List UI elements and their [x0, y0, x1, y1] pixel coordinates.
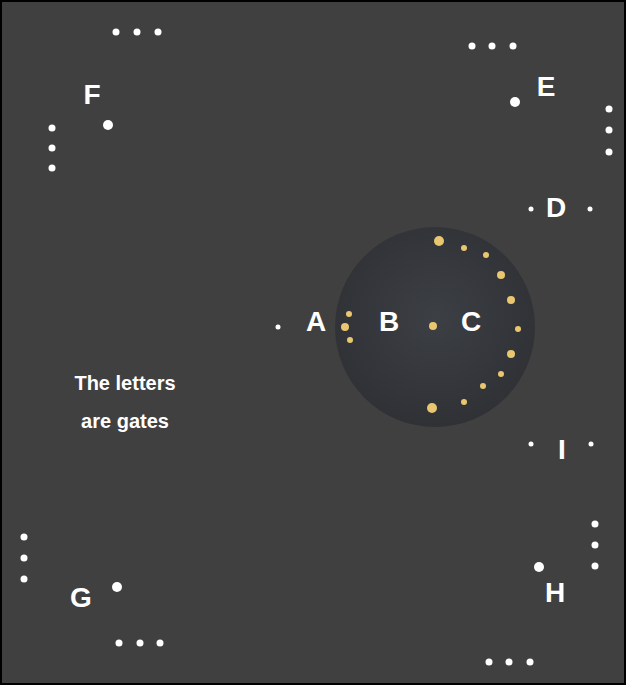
- gate-letter: G: [70, 582, 92, 614]
- white-dots: [21, 29, 613, 666]
- gate-letter: F: [83, 79, 100, 111]
- gate-letter: B: [379, 306, 399, 338]
- circle-area: [335, 227, 535, 427]
- gate-letter: H: [545, 577, 565, 609]
- gate-letter: A: [306, 306, 326, 338]
- gate-letter: E: [537, 71, 556, 103]
- gate-letter: I: [558, 434, 566, 466]
- gate-letter: D: [546, 192, 566, 224]
- note-text: The letters are gates: [63, 364, 188, 440]
- yellow-dots: [341, 236, 521, 413]
- circle-region: BC: [333, 225, 533, 425]
- gate-letter: C: [461, 306, 481, 338]
